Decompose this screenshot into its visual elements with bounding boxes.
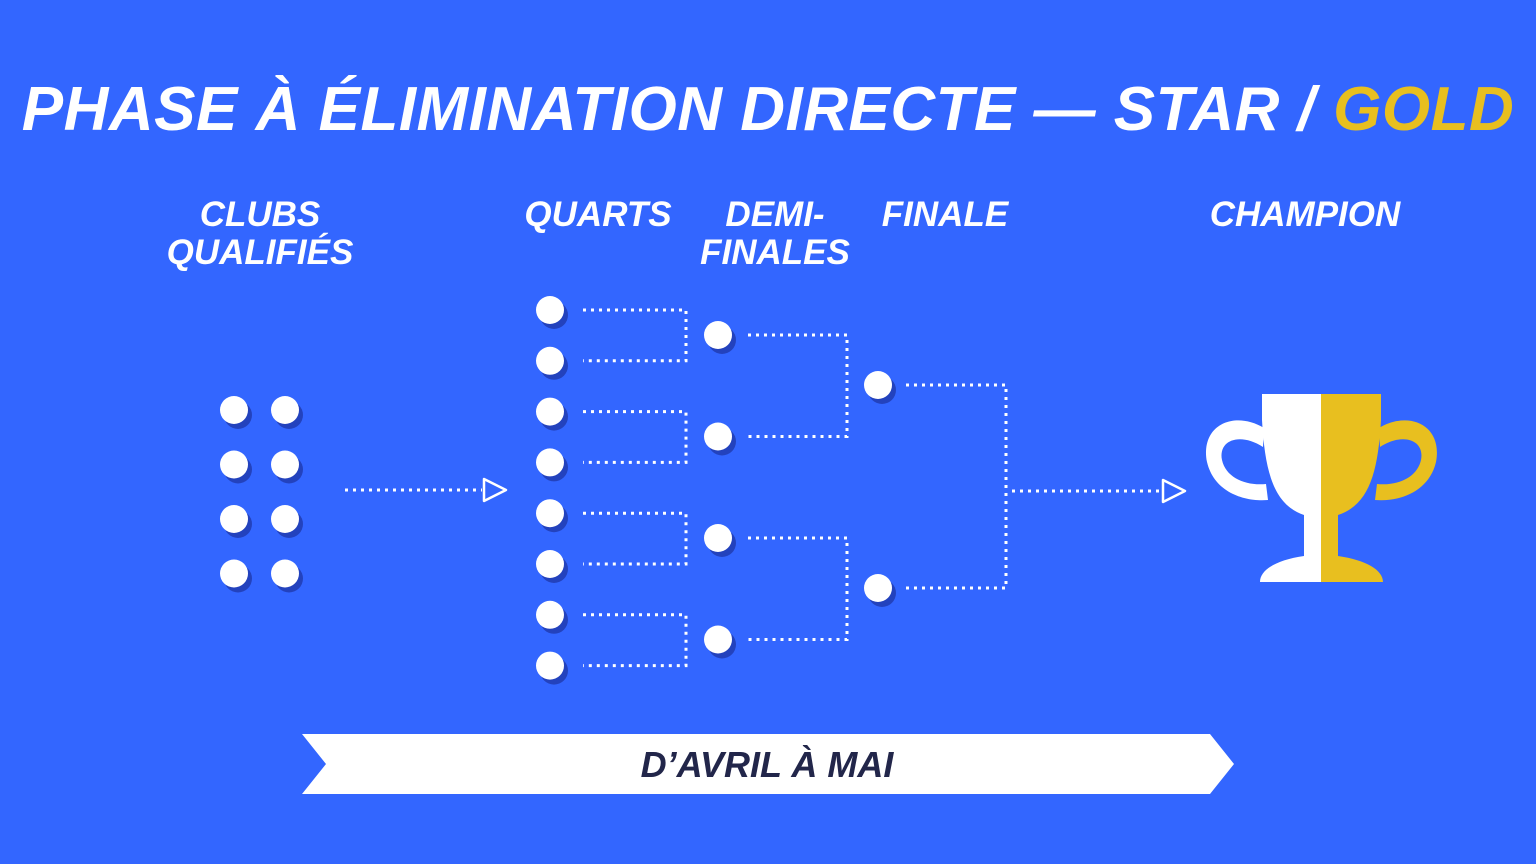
label-qualified-clubs: CLUBS QUALIFIÉS <box>160 196 360 272</box>
quarter-dot <box>536 397 564 426</box>
club-dot <box>220 450 248 479</box>
arrow-right-icon <box>482 477 508 503</box>
label-quarters: QUARTS <box>524 195 672 234</box>
title-highlight: GOLD <box>1333 75 1515 144</box>
club-dot <box>271 559 299 588</box>
connector-semis <box>748 333 849 438</box>
label-qualified-clubs-line2: QUALIFIÉS <box>166 233 354 272</box>
label-semi-finals: DEMI- FINALES <box>690 196 860 272</box>
connector-quarters <box>583 613 688 668</box>
quarter-dot <box>536 651 564 680</box>
connector-quarters <box>583 308 688 363</box>
period-label: D’AVRIL À MAI <box>640 744 894 785</box>
club-dot <box>220 396 248 424</box>
final-dot <box>864 574 892 602</box>
connector-semis <box>748 536 849 641</box>
bracket-lines <box>345 308 1187 668</box>
label-semi-finals-line2: FINALES <box>700 233 850 272</box>
final-dot <box>864 371 892 399</box>
club-dot <box>220 559 248 588</box>
semi-dot <box>704 625 732 654</box>
title-main: PHASE À ÉLIMINATION DIRECTE — STAR / <box>21 75 1334 144</box>
quarter-dot <box>536 600 564 629</box>
label-qualified-clubs-line1: CLUBS <box>199 195 321 234</box>
connector-quarters <box>583 511 688 566</box>
quarter-dot <box>536 448 564 477</box>
club-dot <box>220 505 248 533</box>
semi-dot <box>704 524 732 552</box>
semi-dot <box>704 321 732 349</box>
arrow-right-icon <box>1161 478 1187 504</box>
quarter-dot <box>536 550 564 578</box>
semi-dot <box>704 422 732 451</box>
period-banner <box>302 734 1234 794</box>
quarter-dot <box>536 296 564 324</box>
label-semi-finals-line1: DEMI- <box>725 195 825 234</box>
club-dot <box>271 505 299 533</box>
connector-quarters <box>583 410 688 464</box>
page-title: PHASE À ÉLIMINATION DIRECTE — STAR / GOL… <box>0 72 1536 148</box>
quarter-dot <box>536 346 564 375</box>
club-dot <box>271 396 299 424</box>
club-dot <box>271 450 299 479</box>
label-champion: CHAMPION <box>1209 195 1401 234</box>
connector-final <box>906 383 1008 590</box>
bracket-dots <box>220 296 896 685</box>
label-final: FINALE <box>881 195 1009 234</box>
quarter-dot <box>536 499 564 528</box>
trophy-icon <box>1206 394 1437 582</box>
